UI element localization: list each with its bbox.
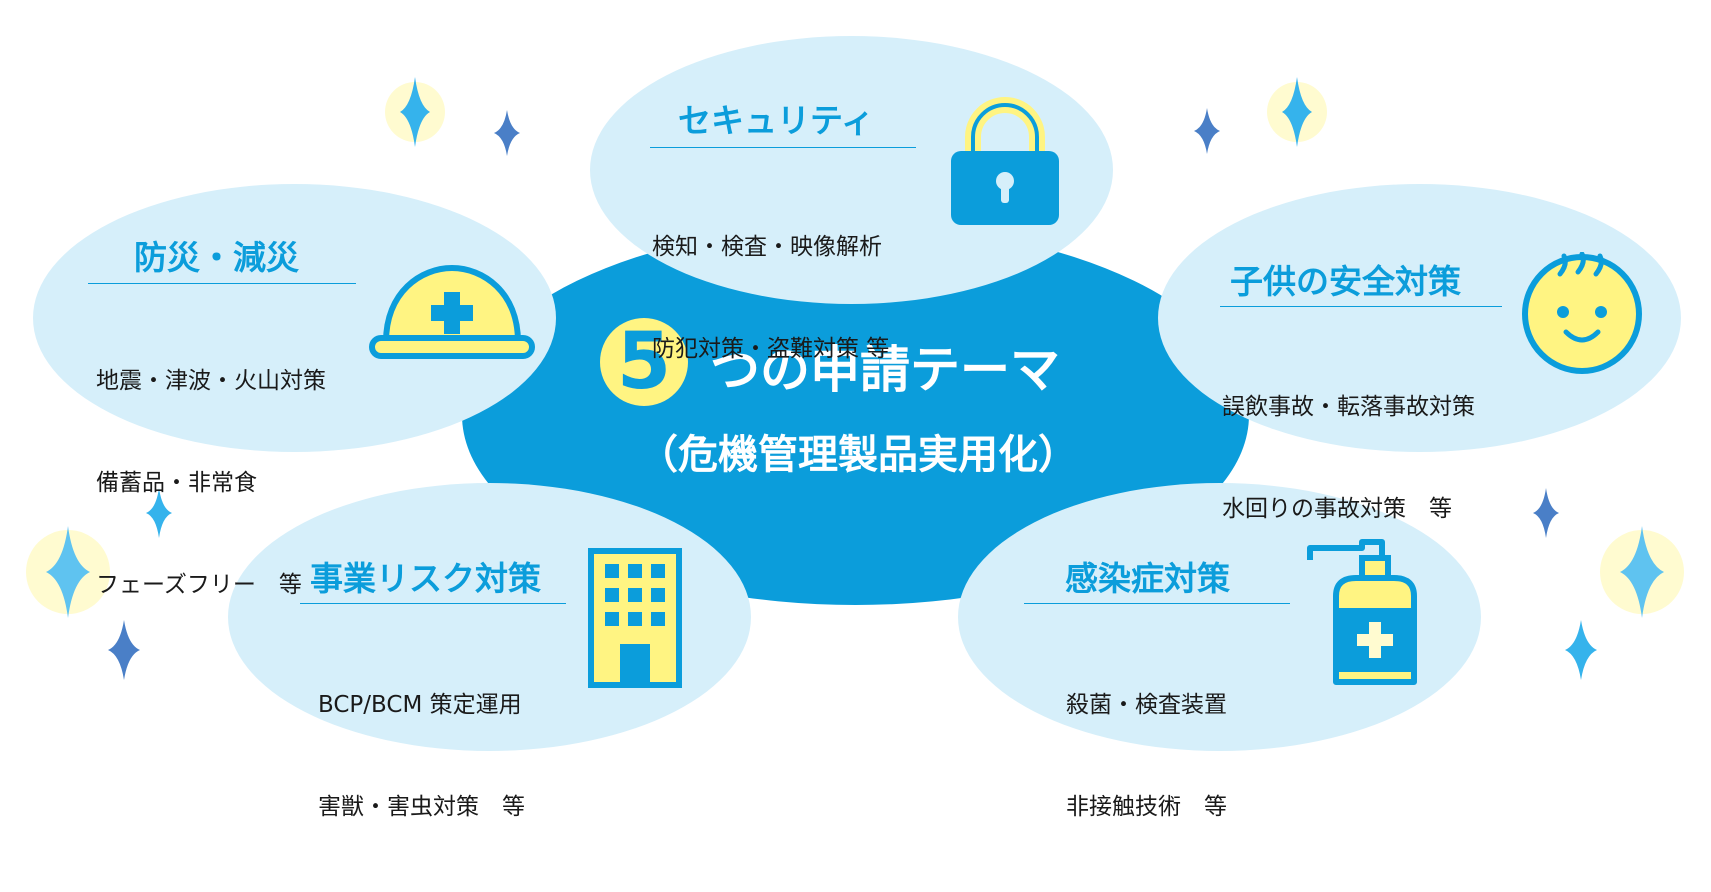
disaster-description: 地震・津波・火山対策 備蓄品・非常食 フェーズフリー 等 bbox=[96, 296, 326, 670]
infection-description: 殺菌・検査装置 非接触技術 等 bbox=[1066, 620, 1227, 892]
sparkle-icon bbox=[26, 526, 110, 618]
business-risk-divider bbox=[300, 603, 566, 604]
sparkle-icon bbox=[494, 110, 520, 156]
main-title: つの申請テーマ bbox=[710, 341, 1060, 399]
disaster-line: 地震・津波・火山対策 bbox=[96, 368, 326, 394]
business-risk-title: 事業リスク対策 bbox=[310, 559, 541, 598]
business-risk-line: 害獣・害虫対策 等 bbox=[318, 794, 525, 820]
sub-title: （危機管理製品実用化） bbox=[638, 432, 1078, 478]
business-risk-description: BCP/BCM 策定運用 害獣・害虫対策 等 bbox=[318, 620, 525, 892]
security-description: 検知・検査・映像解析 防犯対策・盗難対策 等 bbox=[652, 162, 889, 434]
child-safety-description: 誤飲事故・転落事故対策 水回りの事故対策 等 bbox=[1222, 322, 1475, 594]
sanitizer-bottle-icon bbox=[1307, 539, 1417, 685]
sparkle-icon bbox=[1267, 77, 1327, 147]
child-safety-line: 誤飲事故・転落事故対策 bbox=[1222, 394, 1475, 420]
smiling-child-icon bbox=[1522, 252, 1642, 374]
disaster-divider bbox=[88, 283, 356, 284]
infection-title: 感染症対策 bbox=[1065, 559, 1230, 598]
themes-diagram: 5 つの申請テーマ （危機管理製品実用化） セキュリティ 検知・検査・映像解析 … bbox=[26, 36, 1684, 820]
child-safety-line: 水回りの事故対策 等 bbox=[1222, 496, 1452, 522]
disaster-title: 防災・減災 bbox=[134, 238, 299, 277]
disaster-line: 備蓄品・非常食 bbox=[96, 470, 257, 496]
disaster-line: フェーズフリー 等 bbox=[96, 572, 302, 598]
infection-divider bbox=[1024, 603, 1290, 604]
security-line: 防犯対策・盗難対策 等 bbox=[652, 336, 890, 362]
sparkle-icon bbox=[385, 77, 445, 147]
number-badge: 5 bbox=[600, 318, 688, 406]
child-safety-divider bbox=[1220, 306, 1502, 307]
child-safety-title: 子供の安全対策 bbox=[1230, 262, 1461, 301]
security-line: 検知・検査・映像解析 bbox=[652, 234, 882, 260]
theme-count: 5 bbox=[616, 317, 672, 407]
business-risk-line: BCP/BCM 策定運用 bbox=[318, 692, 522, 718]
infection-line: 非接触技術 等 bbox=[1066, 794, 1227, 820]
security-divider bbox=[650, 147, 916, 148]
padlock-icon bbox=[951, 97, 1059, 225]
sparkle-icon bbox=[1194, 108, 1220, 154]
sparkle-icon bbox=[1565, 620, 1597, 680]
sparkle-icon bbox=[146, 488, 172, 538]
office-building-icon bbox=[588, 548, 682, 688]
sparkle-icon bbox=[108, 620, 140, 680]
security-title: セキュリティ bbox=[678, 101, 875, 140]
sparkle-icon bbox=[1600, 526, 1684, 618]
sparkle-icon bbox=[1533, 488, 1559, 538]
infection-line: 殺菌・検査装置 bbox=[1066, 692, 1227, 718]
hard-hat-icon bbox=[369, 265, 535, 359]
